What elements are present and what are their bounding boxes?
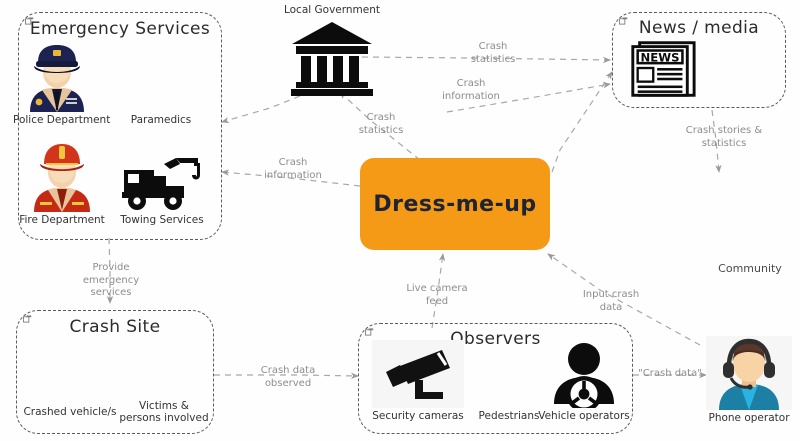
group-title-news-media: News / media <box>638 18 760 38</box>
edge-label-crash-information-core-emergency: Crash information <box>264 157 322 181</box>
edge-label-crash-statistics-gov-news: Crash statistics <box>470 41 516 65</box>
entity-caption: Victims & persons involved <box>119 400 209 425</box>
group-marker-icon <box>25 17 34 25</box>
group-crash-site[interactable]: Crash Site <box>16 310 214 434</box>
tow-truck-icon <box>122 158 200 210</box>
firefighter-icon <box>34 144 90 212</box>
group-observers[interactable]: Observers <box>358 323 633 434</box>
group-news-media[interactable]: News / media <box>612 12 786 108</box>
edge-label-crash-information-core-news: Crash information <box>442 78 500 102</box>
entity-caption: Pedestrians <box>478 410 540 422</box>
headset-operator-icon <box>719 338 779 410</box>
edge-label-crash-data-observed: Crash data observed <box>260 365 316 389</box>
entity-caption: Local Government <box>283 4 381 16</box>
entity-caption: Towing Services <box>120 214 204 226</box>
edge-gov-to-emergency <box>221 91 311 124</box>
entity-crashed-vehicles[interactable]: Crashed vehicle/s <box>22 404 118 418</box>
group-marker-icon <box>365 328 374 336</box>
edge-label-live-camera-feed: Live camera feed <box>406 283 468 307</box>
entity-paramedics[interactable]: Paramedics <box>118 40 204 126</box>
entity-vehicle-operators[interactable]: Vehicle operators <box>538 340 630 422</box>
edge-label-provide-emergency-services: Provide emergency services <box>82 262 140 298</box>
entity-caption: Crashed vehicle/s <box>23 406 117 418</box>
entity-local-government[interactable]: Local Government <box>272 4 392 97</box>
entity-caption: Fire Department <box>19 214 105 226</box>
edge-label-input-crash-data: Input crash data <box>582 289 640 313</box>
cctv-camera-icon <box>386 350 450 399</box>
driver-icon <box>554 343 614 408</box>
edge-label-crash-data-quoted: "Crash data" <box>638 368 702 379</box>
police-officer-icon <box>30 45 84 112</box>
label-community: Community <box>718 262 782 275</box>
edge-label-crash-stories-statistics: Crash stories & statistics <box>685 125 763 149</box>
entity-police-department[interactable]: Police Department <box>13 40 111 126</box>
central-node-label: Dress-me-up <box>373 191 537 217</box>
entity-caption: Phone operator <box>708 412 790 424</box>
group-title-emergency-services: Emergency Services <box>29 19 211 39</box>
group-title-crash-site: Crash Site <box>69 317 161 337</box>
svg-text:NEWS: NEWS <box>641 51 680 65</box>
group-emergency-services[interactable]: Emergency Services <box>18 12 222 240</box>
government-building-icon <box>291 22 373 97</box>
edge-core-to-news <box>551 71 613 173</box>
entity-towing-services[interactable]: Towing Services <box>118 140 206 226</box>
entity-pedestrians[interactable]: Pedestrians <box>466 340 552 422</box>
entity-fire-department[interactable]: Fire Department <box>18 140 106 226</box>
group-title-observers: Observers <box>450 329 541 349</box>
edge-label-crash-statistics-core-gov: Crash statistics <box>358 112 404 136</box>
group-marker-icon <box>23 315 32 323</box>
entity-caption: Security cameras <box>372 410 464 422</box>
entity-phone-operator[interactable]: Phone operator <box>706 336 792 424</box>
newspaper-icon: NEWS <box>631 41 696 97</box>
central-node-dress-me-up[interactable]: Dress-me-up <box>360 158 550 250</box>
group-marker-icon <box>619 17 628 25</box>
entity-caption: Paramedics <box>130 114 192 126</box>
entity-victims-persons[interactable]: Victims & persons involved <box>118 398 210 424</box>
entity-caption: Vehicle operators <box>538 410 630 422</box>
entity-caption: Police Department <box>13 114 111 126</box>
entity-newspaper[interactable]: NEWS <box>626 36 698 100</box>
entity-security-cameras[interactable]: Security cameras <box>372 340 464 422</box>
